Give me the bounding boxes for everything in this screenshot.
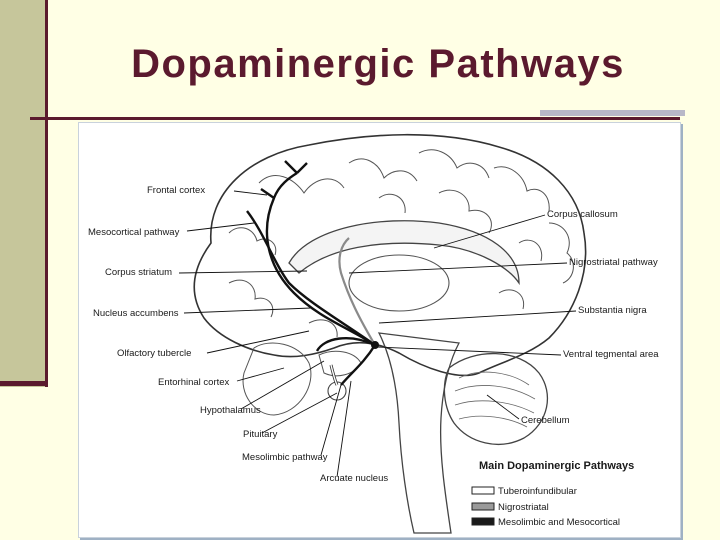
legend-label-tuberoinfundibular: Tuberoinfundibular (498, 486, 577, 497)
thalamus-shape (348, 254, 450, 312)
label-mesocortical-pathway: Mesocortical pathway (88, 227, 180, 238)
label-frontal-cortex: Frontal cortex (147, 185, 205, 196)
legend-swatch-nigrostriatal (471, 502, 495, 511)
temporal-lobe-shape (242, 342, 312, 416)
legend-swatch-mesolimbic (471, 517, 495, 526)
cerebellum-folia (454, 371, 536, 428)
brain-diagram-figure: Frontal cortex Mesocortical pathway Corp… (78, 122, 681, 538)
legend: Main Dopaminergic Pathways Tuberoinfundi… (471, 460, 634, 528)
label-pituitary: Pituitary (243, 429, 278, 440)
label-entorhinal-cortex: Entorhinal cortex (158, 377, 230, 388)
label-hypothalamus: Hypothalamus (200, 405, 261, 416)
left-decor-band (0, 0, 47, 387)
label-nigrostriatal-pathway: Nigrostriatal pathway (569, 257, 658, 268)
label-nucleus-accumbens: Nucleus accumbens (93, 308, 179, 319)
brain-outline (193, 133, 587, 377)
legend-title: Main Dopaminergic Pathways (479, 460, 634, 472)
cerebellum-shape (443, 352, 549, 445)
title-rule-accent (540, 110, 685, 116)
gyri-folds (228, 149, 574, 338)
label-olfactory-tubercle: Olfactory tubercle (117, 348, 191, 359)
label-substantia-nigra: Substantia nigra (578, 305, 647, 316)
nigrostriatal-pathway (338, 237, 376, 346)
legend-swatch-tuberoinfundibular (471, 486, 495, 495)
label-corpus-callosum: Corpus callosum (547, 209, 618, 220)
left-decor-line (45, 0, 48, 387)
mesolimbic-mesocortical-pathway (246, 160, 377, 386)
leader-lines (178, 190, 577, 478)
slide-title: Dopaminergic Pathways (131, 42, 625, 86)
brain-diagram: Frontal cortex Mesocortical pathway Corp… (88, 133, 659, 534)
left-decor-foot (0, 381, 48, 386)
legend-label-nigrostriatal: Nigrostriatal (498, 502, 549, 513)
hypothalamus-shape (318, 350, 362, 377)
title-rule (30, 117, 680, 120)
label-mesolimbic-pathway: Mesolimbic pathway (242, 452, 328, 463)
label-arcuate-nucleus: Arcuate nucleus (320, 473, 388, 484)
corpus-callosum-shape (288, 220, 520, 286)
label-cerebellum: Cerebellum (521, 415, 570, 426)
legend-label-mesolimbic: Mesolimbic and Mesocortical (498, 517, 620, 528)
vta-dot (371, 341, 379, 349)
label-ventral-tegmental-area: Ventral tegmental area (563, 349, 659, 360)
label-corpus-striatum: Corpus striatum (105, 267, 172, 278)
